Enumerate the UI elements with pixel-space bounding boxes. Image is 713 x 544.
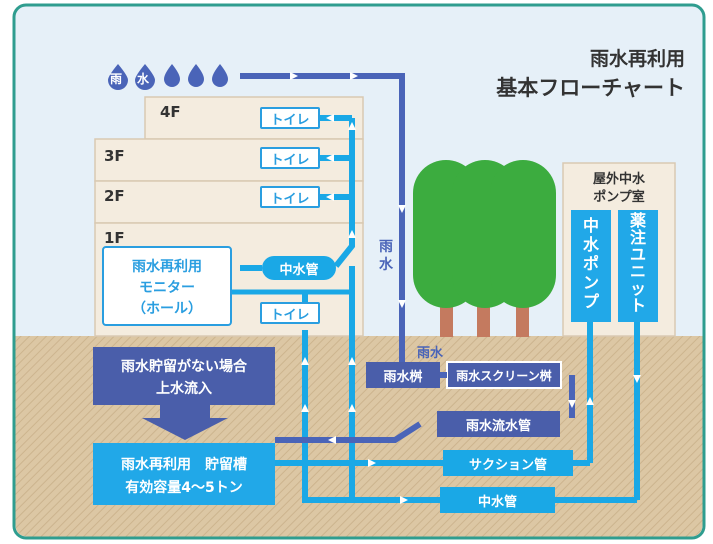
rain-basin-box <box>366 362 440 388</box>
toilet-1f: トイレ <box>260 302 320 324</box>
rain-ground-label: 雨水 <box>417 346 444 361</box>
toilet-3f: トイレ <box>260 147 320 169</box>
gray-pipe-label: 中水管 <box>279 262 319 278</box>
floor-label-4f: 4F <box>160 103 181 121</box>
floor-label-1f: 1F <box>104 229 125 247</box>
no-storage-box <box>93 347 275 405</box>
rain-drop-label-1: 雨 <box>110 72 123 86</box>
downflow-arrow <box>142 405 228 440</box>
tank-line2: 有効容量4〜5トン <box>125 480 243 496</box>
rain-basin-label: 雨水桝 <box>383 369 423 385</box>
suction-pipe-box <box>443 450 573 476</box>
pump-room-line1: 屋外中水 <box>592 172 645 187</box>
chem-char: 注 <box>629 228 646 247</box>
cyan-pipes <box>230 115 640 503</box>
chemical-unit-column <box>618 210 658 322</box>
chem-char: ニ <box>629 262 646 281</box>
pump-char: 中 <box>582 216 599 235</box>
pump-char: 水 <box>582 235 599 254</box>
tank-line1: 雨水再利用 貯留槽 <box>121 457 247 473</box>
gray-pipe-bottom-box <box>440 487 555 513</box>
rain-vertical-1: 雨 <box>379 239 393 255</box>
navy-pipes <box>275 375 575 443</box>
rain-drops <box>108 64 228 90</box>
monitor-line2: モニター <box>139 280 195 296</box>
floor-label-3f: 3F <box>104 147 125 165</box>
cyan-arrows <box>301 114 641 504</box>
chem-char: ト <box>629 296 646 315</box>
chemical-unit-label: 薬 注 ユ ニ ッ ト <box>618 212 658 314</box>
no-storage-line2: 上水流入 <box>156 381 212 397</box>
trees <box>413 160 556 337</box>
screen-basin-label: 雨水スクリーン桝 <box>456 368 552 383</box>
rainwater-arrows <box>290 72 406 308</box>
pump-room-line2: ポンプ室 <box>593 190 645 205</box>
floor-2f <box>94 180 364 224</box>
no-storage-line1: 雨水貯留がない場合 <box>121 359 247 375</box>
monitor-line3: （ホール） <box>132 301 202 317</box>
rain-drop-label-2: 水 <box>137 72 150 86</box>
pump-column <box>571 210 611 322</box>
navy-arrows <box>328 400 576 444</box>
chem-char: 薬 <box>629 211 646 230</box>
chem-char: ッ <box>629 279 646 298</box>
drain-pipe-label: 雨水流水管 <box>465 418 531 434</box>
screen-basin-box <box>446 361 562 389</box>
pump-char: ポ <box>582 254 599 273</box>
tank-box <box>93 443 275 505</box>
drain-pipe-box <box>437 411 560 437</box>
monitor-line1: 雨水再利用 <box>132 259 202 275</box>
gray-pipe-bottom-label: 中水管 <box>477 494 517 510</box>
floor-label-2f: 2F <box>104 187 125 205</box>
rain-vertical-2: 水 <box>379 257 393 273</box>
toilet-2f: トイレ <box>260 186 320 208</box>
chem-char: ユ <box>629 245 646 264</box>
gray-pipe-box <box>262 256 336 280</box>
monitor-box <box>102 246 232 326</box>
title-line2: 基本フローチャート <box>496 76 685 100</box>
title-line1: 雨水再利用 <box>589 48 685 70</box>
pump-label: 中 水 ポ ン プ <box>571 216 611 311</box>
toilet-4f: トイレ <box>260 107 320 129</box>
pump-char: プ <box>582 292 599 311</box>
pump-char: ン <box>582 273 599 292</box>
suction-pipe-label: サクション管 <box>468 457 547 473</box>
